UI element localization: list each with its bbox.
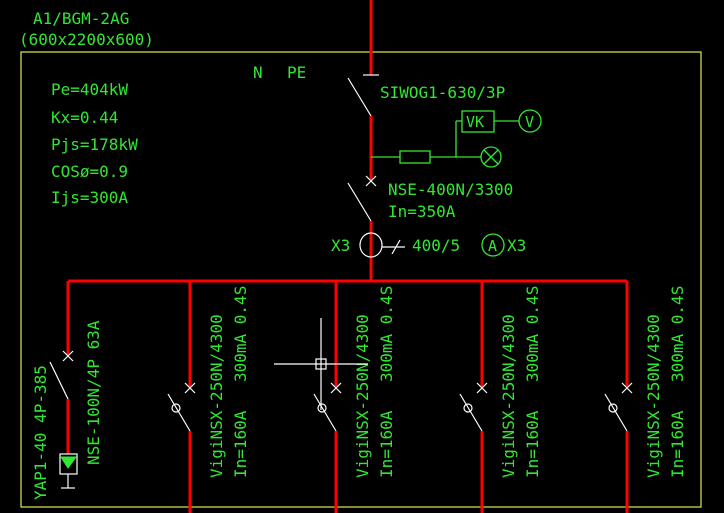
fuse-icon [399, 150, 431, 164]
vk-label: VK [466, 113, 484, 131]
feeder-blade [459, 393, 483, 432]
breaker-rating: In=350A [388, 202, 456, 221]
ammeter-suffix: X3 [507, 236, 526, 255]
panel-name: A1/BGM-2AG [33, 9, 129, 28]
breaker-model: NSE-400N/3300 [388, 180, 513, 199]
feeder-rating: In=160A [231, 410, 250, 478]
feeder-breaker-x-b [330, 382, 342, 394]
spd-arrester-icon [60, 456, 77, 469]
ct-icon [359, 232, 383, 258]
feeder-breaker-x-b [476, 382, 488, 394]
feeder-2: VigiNSX-250N/4300 In=160A 300mA 0.4S [313, 281, 396, 513]
ct-tick [391, 239, 401, 255]
feeder-4: VigiNSX-250N/4300 In=160A 300mA 0.4S [604, 281, 687, 513]
feeder-breaker-x-b [621, 382, 633, 394]
breaker-blade [347, 182, 372, 222]
load-pe: Pe=404kW [51, 80, 128, 99]
lamp-icon [480, 146, 502, 168]
lamp-cross-b [483, 149, 499, 165]
pe-label: PE [287, 63, 306, 82]
panel-size: (600x2200x600) [19, 30, 154, 49]
feeder-rating: In=160A [377, 410, 396, 478]
voltmeter-icon [518, 109, 542, 133]
voltmeter-label: V [525, 113, 534, 131]
spd-model: YAP1-40 4P-385 [31, 365, 50, 500]
feeder-model: VigiNSX-250N/4300 [207, 314, 226, 478]
ammeter-label: A [488, 237, 497, 255]
load-ijs: Ijs=300A [51, 188, 128, 207]
feeder-3: VigiNSX-250N/4300 In=160A 300mA 0.4S [459, 281, 542, 513]
ct-prefix: X3 [331, 236, 350, 255]
feeder-rcd-icon [171, 403, 181, 413]
spd-breaker: NSE-100N/4P 63A [84, 320, 103, 465]
switch-model: SIWOG1-630/3P [380, 83, 505, 102]
feeder-blade [604, 393, 628, 432]
feeder-rcd: 300mA 0.4S [523, 286, 542, 382]
n-label: N [253, 63, 263, 82]
feeder-blade [167, 393, 191, 432]
feeder-rcd: 300mA 0.4S [668, 286, 687, 382]
load-pjs: Pjs=178kW [51, 135, 138, 154]
feeder-blade [313, 393, 337, 432]
feeder-rcd: 300mA 0.4S [377, 286, 396, 382]
feeder-rating: In=160A [668, 410, 687, 478]
ct-ratio: 400/5 [412, 236, 460, 255]
feeder-model: VigiNSX-250N/4300 [353, 314, 372, 478]
crosshair-pickbox [315, 358, 327, 370]
feeder-model: VigiNSX-250N/4300 [499, 314, 518, 478]
feeder-rcd-icon [317, 403, 327, 413]
feeder-1: VigiNSX-250N/4300 In=160A 300mA 0.4S [167, 281, 250, 513]
spd-breaker-x-b [62, 350, 74, 362]
spd-breaker-blade [49, 361, 69, 400]
feeder-breaker-x-b [184, 382, 196, 394]
feeder-model: VigiNSX-250N/4300 [644, 314, 663, 478]
load-cos: COSø=0.9 [51, 162, 128, 181]
feeder-rcd-icon [608, 403, 618, 413]
switch-blade [347, 77, 372, 117]
feeder-rating: In=160A [523, 410, 542, 478]
crosshair-cursor [274, 318, 368, 410]
ammeter-icon [481, 233, 505, 257]
breaker-x-b [365, 175, 377, 187]
feeder-rcd-icon [463, 403, 473, 413]
feeder-rcd: 300mA 0.4S [231, 286, 250, 382]
load-kx: Kx=0.44 [51, 108, 118, 127]
panel-frame [20, 51, 702, 508]
